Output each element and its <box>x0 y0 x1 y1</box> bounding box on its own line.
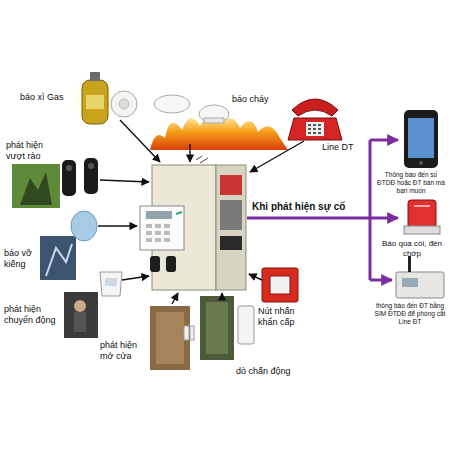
beam-detector <box>12 158 98 208</box>
output-arrows <box>247 140 398 280</box>
label-text: Nút nhấn khẩn cấp <box>258 306 308 328</box>
emergency-button <box>262 268 298 302</box>
door-contact <box>150 306 194 370</box>
label-text: báo vỡ kiếng <box>4 248 38 270</box>
vibration-detector <box>200 296 254 360</box>
telephone <box>288 99 342 140</box>
glass-break-detector <box>40 211 97 280</box>
mobile-phone <box>404 110 438 168</box>
siren-strobe <box>404 200 440 234</box>
gsm-dialer <box>396 256 444 298</box>
motion-detector <box>64 272 122 338</box>
label-text: phát hiện mở cửa <box>100 340 148 362</box>
label-text: dò chấn động <box>236 366 316 377</box>
label-text: thông báo đến ĐT bằng SIM ĐTDĐ để phòng … <box>374 302 446 325</box>
label-text: Khi phát hiện sự cố <box>252 201 368 213</box>
label-text: báo cháy <box>232 94 284 105</box>
label-text: phát hiện vượt rào <box>6 140 56 162</box>
label-text: phát hiện chuyển động <box>4 304 62 326</box>
gas-detector <box>65 70 137 130</box>
control-panel <box>140 156 246 290</box>
label-text: Báo qua còi, đèn chớp <box>378 239 446 258</box>
fire-detector <box>150 95 288 150</box>
label-text: báo xì Gas <box>20 92 80 103</box>
label-text: Thông báo đến số ĐTDĐ hoặc ĐT bàn mà bạn… <box>376 171 446 194</box>
label-text: Line DT <box>322 142 367 153</box>
